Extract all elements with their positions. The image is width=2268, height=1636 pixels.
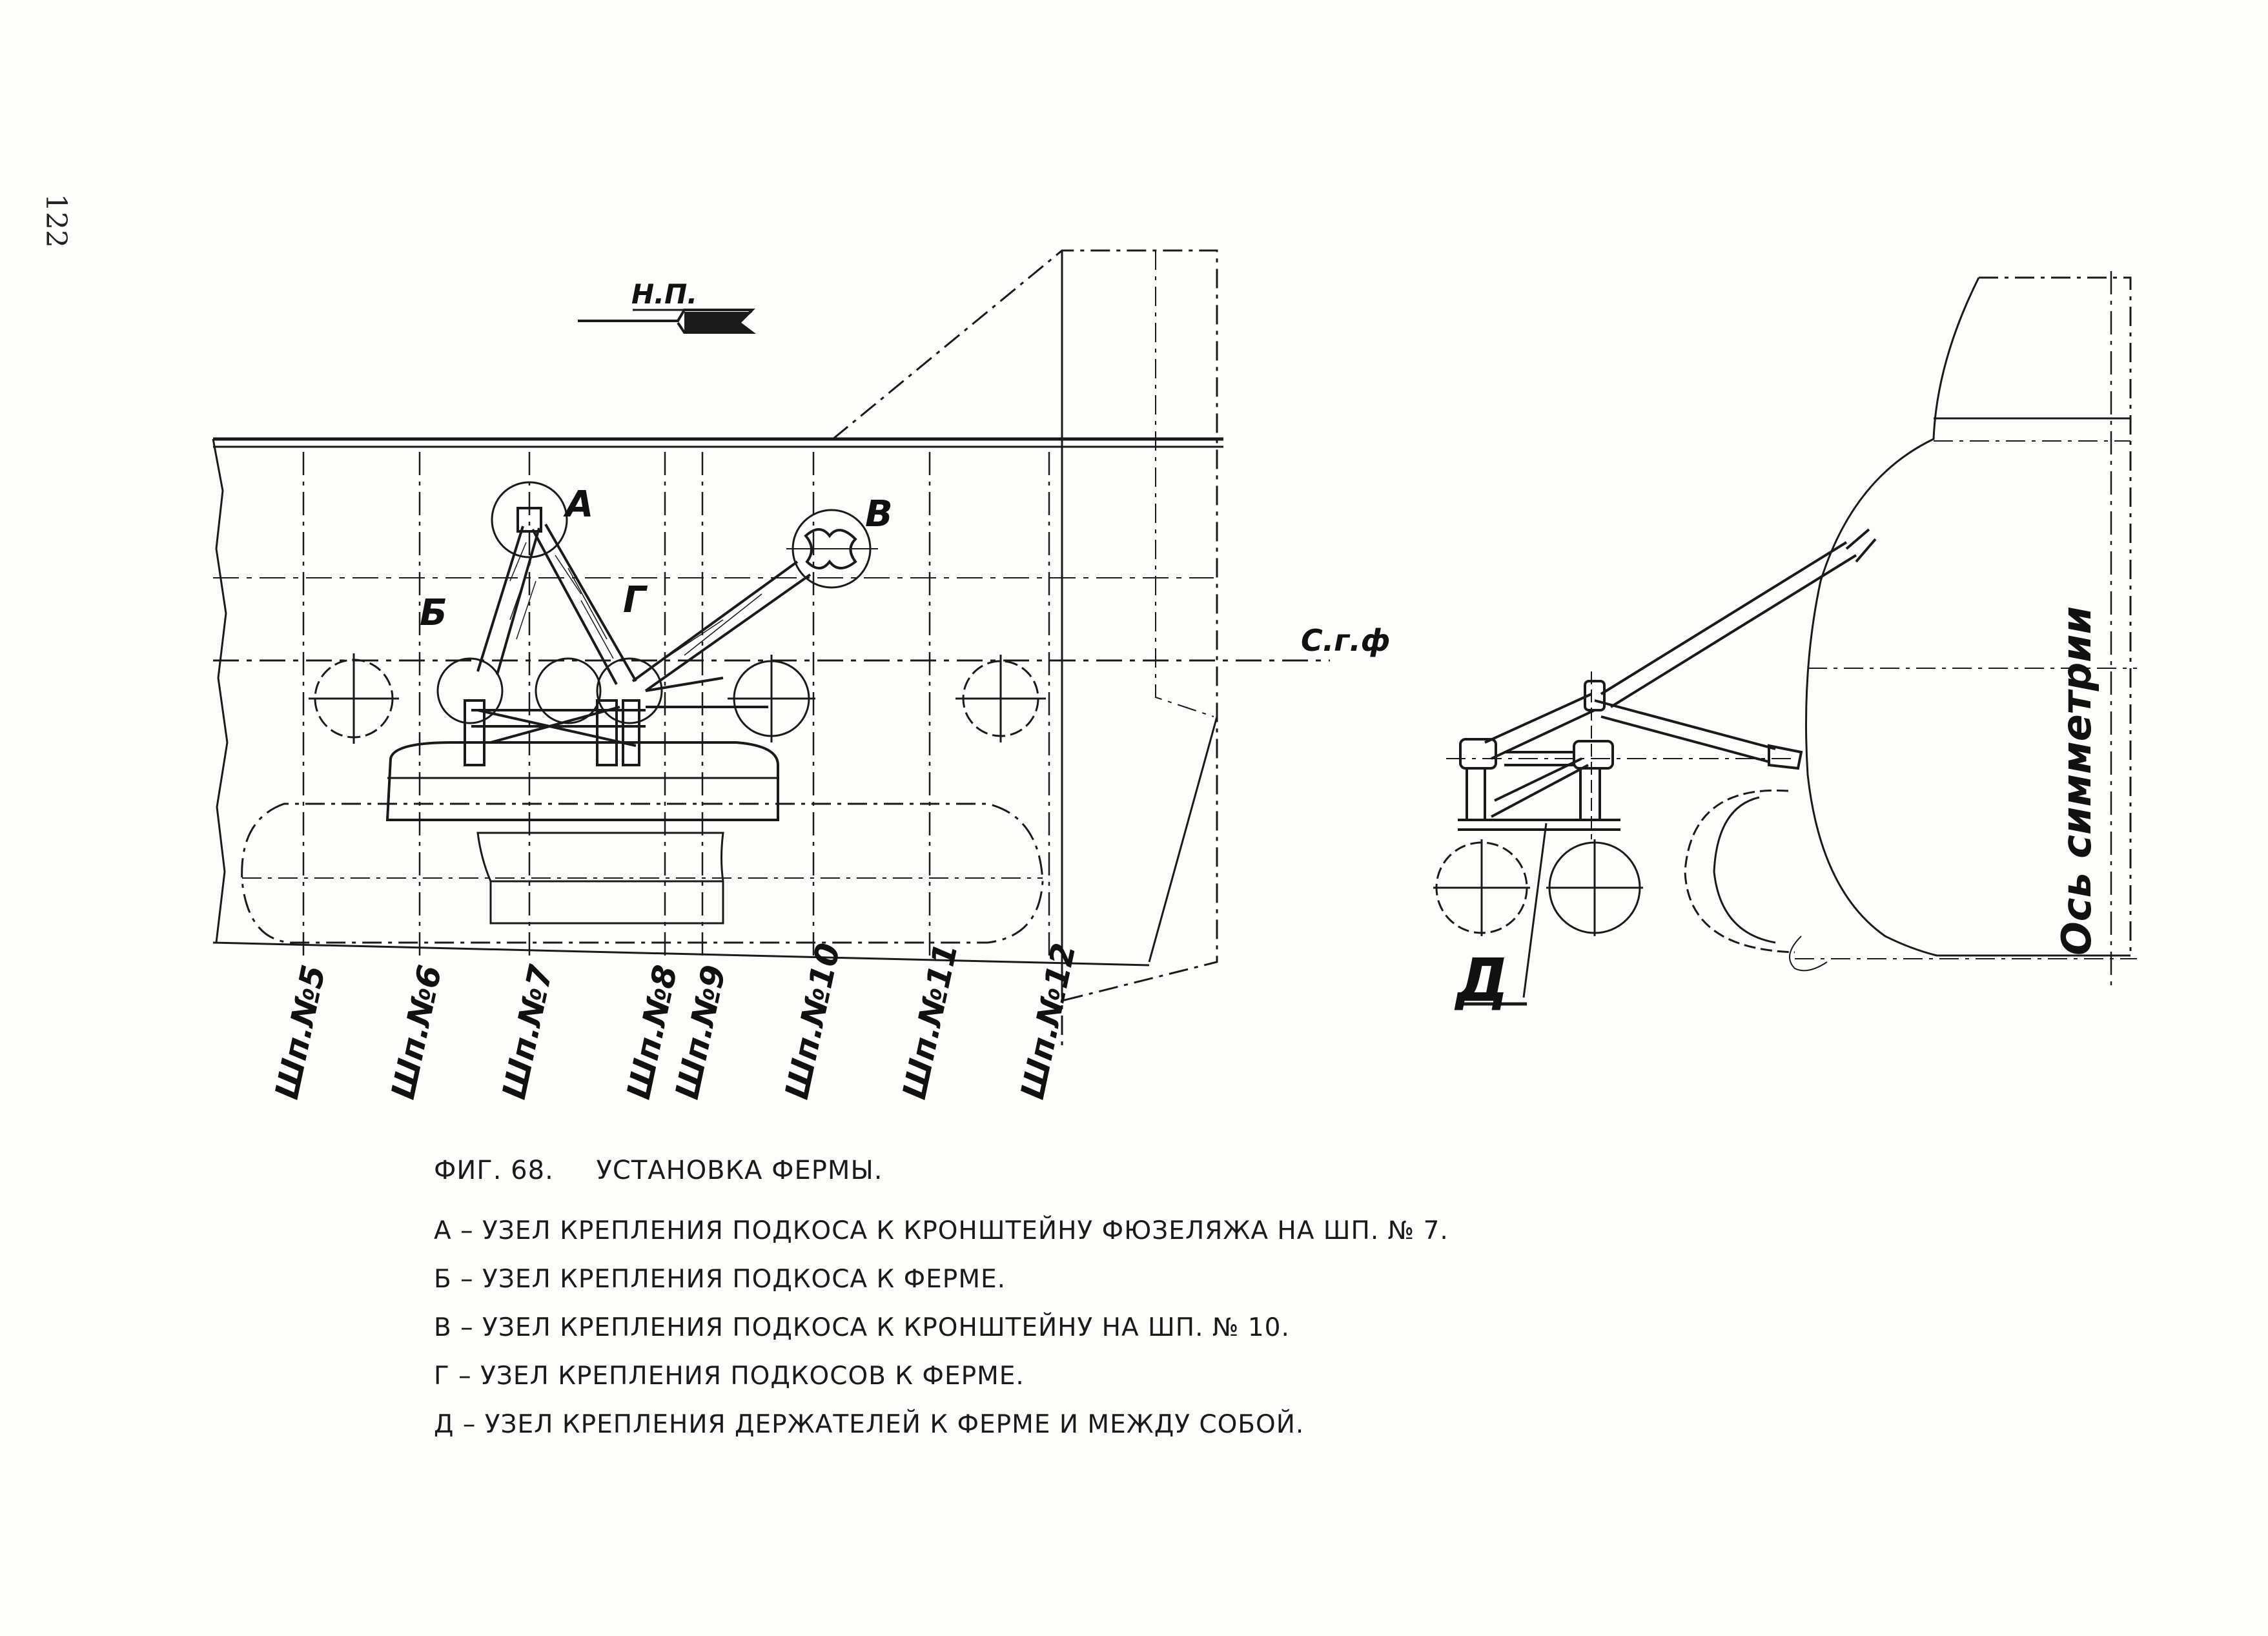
- label-symmetry-axis: Ось симметрии: [2053, 606, 2100, 956]
- label-node-v: В: [865, 493, 893, 535]
- legend-item-b: Б – УЗЕЛ КРЕПЛЕНИЯ ПОДКОСА К ФЕРМЕ.: [434, 1265, 1006, 1294]
- label-flight-direction: Н.П.: [631, 278, 697, 310]
- frame-label: Шп.№11: [895, 940, 965, 1103]
- frame-label: Шп.№7: [495, 962, 560, 1103]
- label-node-a: А: [563, 484, 593, 526]
- label-node-b: Б: [420, 592, 447, 634]
- legend-item-g: Г – УЗЕЛ КРЕПЛЕНИЯ ПОДКОСОВ К ФЕРМЕ.: [434, 1362, 1025, 1391]
- figure-number: ФИГ. 68.: [434, 1156, 554, 1185]
- frame-label: Шп.№6: [384, 962, 449, 1103]
- figure-caption: ФИГ. 68. УСТАНОВКА ФЕРМЫ. А – УЗЕЛ КРЕПЛ…: [434, 1156, 1449, 1458]
- frame-label: Шп.№12: [1014, 940, 1083, 1103]
- frame-labels: Шп.№5 Шп.№6 Шп.№7 Шп.№8 Шп.№9 Шп.№10 Шп.…: [268, 940, 1083, 1103]
- label-node-d: Д: [1454, 946, 1509, 1015]
- side-view: [212, 249, 1330, 1046]
- front-view: [1433, 271, 2137, 1006]
- figure-name: УСТАНОВКА ФЕРМЫ.: [596, 1156, 883, 1185]
- frame-label: Шп.№5: [268, 962, 332, 1103]
- figure-title: ФИГ. 68. УСТАНОВКА ФЕРМЫ.: [434, 1156, 1449, 1185]
- legend-item-a: А – УЗЕЛ КРЕПЛЕНИЯ ПОДКОСА К КРОНШТЕЙНУ …: [434, 1216, 1449, 1245]
- label-node-g: Г: [623, 579, 648, 621]
- label-fuselage-axis: С.г.ф: [1301, 623, 1390, 658]
- legend-item-d: Д – УЗЕЛ КРЕПЛЕНИЯ ДЕРЖАТЕЛЕЙ К ФЕРМЕ И …: [434, 1410, 1305, 1439]
- frame-label: Шп.№10: [778, 940, 848, 1103]
- legend-item-v: В – УЗЕЛ КРЕПЛЕНИЯ ПОДКОСА К КРОНШТЕЙНУ …: [434, 1313, 1290, 1342]
